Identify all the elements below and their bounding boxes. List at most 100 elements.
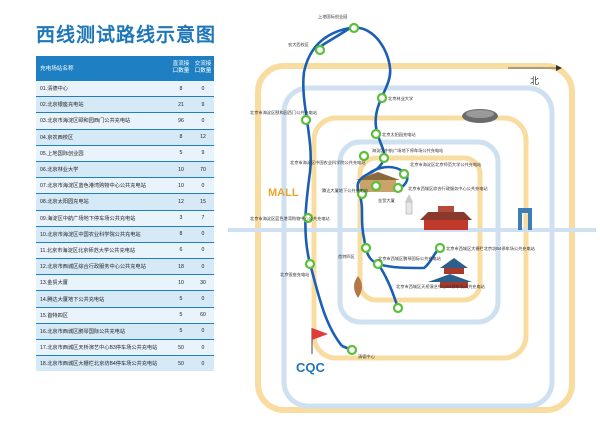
dc-count-cell: 10 xyxy=(178,166,184,173)
dc-count-cell: 3 xyxy=(179,215,183,222)
route-map: 北 MALL xyxy=(228,13,596,413)
table-row: 11.北京市海淀区北京师范大学公共充电站 6 0 xyxy=(36,241,214,259)
station-node[interactable] xyxy=(314,44,326,56)
ac-count-cell: 70 xyxy=(200,166,206,173)
station-label: 北京市海淀区颐和园西门公共充电站 xyxy=(250,109,317,116)
dc-count-cell: 8 xyxy=(179,231,183,238)
station-name-cell: 02.北京银座充电站 xyxy=(40,102,84,109)
station-node[interactable] xyxy=(356,188,368,200)
dc-count-cell: 50 xyxy=(178,344,184,351)
station-label: 清德中心 xyxy=(358,353,376,360)
station-label: 北京市海淀区中国农业科学院公共充电站 xyxy=(290,159,365,166)
ac-count-cell: 0 xyxy=(201,344,205,351)
north-arrow: 北 xyxy=(508,65,562,86)
station-node[interactable] xyxy=(376,92,388,104)
station-node[interactable] xyxy=(378,152,390,164)
dc-count-cell: 50 xyxy=(178,360,184,367)
ac-count-cell: 0 xyxy=(201,247,205,254)
ac-count-cell: 0 xyxy=(201,263,205,270)
landmark-tiananmen xyxy=(420,206,472,230)
ac-count-cell: 15 xyxy=(200,198,206,205)
station-name-cell: 14.腾达大厦地下公共充电站 xyxy=(40,296,105,303)
dc-count-cell: 10 xyxy=(178,182,184,189)
ac-count-cell: 9 xyxy=(201,150,205,157)
dc-count-cell: 18 xyxy=(178,263,184,270)
test-route xyxy=(302,26,441,347)
ac-count-cell: 12 xyxy=(200,134,206,141)
dc-count-cell: 8 xyxy=(179,134,183,141)
ac-count-cell: 0 xyxy=(201,296,205,303)
station-name-cell: 08.北京太阳园充电站 xyxy=(40,199,89,206)
station-label: 北京林业大学 xyxy=(388,95,413,102)
ring-road-4 xyxy=(281,85,555,409)
dc-count-cell: 10 xyxy=(178,279,184,286)
ac-count-cell: 0 xyxy=(201,360,205,367)
station-node[interactable] xyxy=(300,114,312,126)
header-name: 充电场站名称 xyxy=(40,66,74,72)
station-node[interactable] xyxy=(348,22,360,34)
table-row: 04.京农西校区 8 12 xyxy=(36,128,214,145)
station-node[interactable] xyxy=(358,150,370,162)
station-node[interactable] xyxy=(392,302,404,314)
station-label: 北京市西城区鹏琴国际公共充电站 xyxy=(378,255,441,262)
dc-count-cell: 5 xyxy=(179,328,183,335)
ac-count-cell: 9 xyxy=(201,101,205,108)
ac-count-cell: 30 xyxy=(200,279,206,286)
landmark-tv-tower xyxy=(518,208,532,230)
landmark-stadium xyxy=(462,109,498,123)
station-name-cell: 04.京农西校区 xyxy=(40,134,74,141)
ring-road-outer xyxy=(255,63,575,413)
station-name-cell: 11.北京市海淀区北京师范大学公共充电站 xyxy=(40,247,136,254)
station-name-cell: 07.北京市海淀区蓝色港湾购物中心公共充电站 xyxy=(40,183,146,190)
station-name-cell: 10.北京市海淀区中国农业科学院公共充电站 xyxy=(40,231,141,238)
table-row: 02.北京银座充电站 21 9 xyxy=(36,96,214,113)
station-label: 北京市海淀区北京师范大学公共充电站 xyxy=(410,161,481,168)
station-name-cell: 12.北京市西城区综合行政服务中心公共充电站 xyxy=(40,264,146,271)
station-name-cell: 15.首特四区 xyxy=(40,312,68,319)
table-header: 充电场站名称 直流接口数量 交流接口数量 xyxy=(36,56,214,80)
header-ac: 交流接口数量 xyxy=(194,61,212,74)
ring-road-3 xyxy=(311,115,529,361)
station-node[interactable] xyxy=(304,258,316,270)
landmark-ceramic-vase xyxy=(354,276,362,298)
ac-count-cell: 0 xyxy=(201,328,205,335)
station-node[interactable] xyxy=(370,128,382,140)
station-name-cell: 06.北京林业大学 xyxy=(40,167,79,174)
ac-count-cell: 0 xyxy=(201,182,205,189)
station-node[interactable] xyxy=(302,212,314,224)
station-name-cell: 05.上地国际创业园 xyxy=(40,150,84,157)
station-label: 金贸大厦 xyxy=(378,197,395,204)
dc-count-cell: 8 xyxy=(179,85,183,92)
station-node[interactable] xyxy=(346,344,358,356)
station-label: 腾达大厦地下公共充电站 xyxy=(322,187,368,194)
landmark-white-tower xyxy=(405,194,413,215)
station-label: 农大西校区 xyxy=(288,41,309,48)
station-label: 北京市西城区综合行政服务中心公共充电站 xyxy=(408,185,488,192)
mall-logo: MALL xyxy=(268,187,299,199)
dc-count-cell: 21 xyxy=(178,101,184,108)
dc-count-cell: 6 xyxy=(179,247,183,254)
station-node[interactable] xyxy=(370,180,382,192)
ac-count-cell: 60 xyxy=(200,312,206,319)
dc-count-cell: 5 xyxy=(179,296,183,303)
station-node[interactable] xyxy=(434,242,446,254)
ac-count-cell: 0 xyxy=(201,231,205,238)
station-node[interactable] xyxy=(372,258,384,270)
station-node[interactable] xyxy=(398,168,410,180)
dc-count-cell: 5 xyxy=(179,150,183,157)
station-node[interactable] xyxy=(392,182,404,194)
station-node[interactable] xyxy=(360,242,372,254)
ac-count-cell: 0 xyxy=(201,85,205,92)
cqc-logo: CQC xyxy=(296,360,326,375)
dc-count-cell: 5 xyxy=(179,312,183,319)
landmark-temple-of-heaven xyxy=(428,258,472,288)
station-label: 北京市西城区天桥演艺中心B3停车场公共充电站 xyxy=(396,283,485,290)
table-row: 10.北京市海淀区中国农业科学院公共充电站 8 0 xyxy=(36,225,214,242)
